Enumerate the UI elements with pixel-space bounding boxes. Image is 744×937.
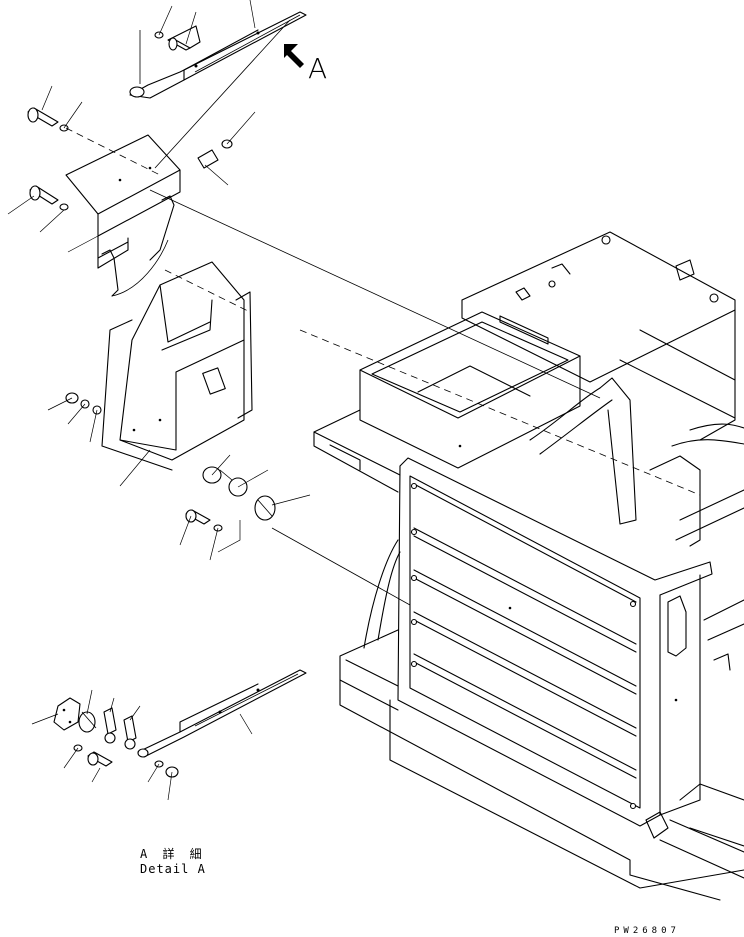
detail-a-bolt — [73, 744, 113, 767]
housing-alignment-line — [164, 269, 251, 313]
housing-leaders — [47, 397, 311, 561]
detail-title-japanese: A 詳 細 — [140, 847, 206, 861]
radiator-base-frame — [339, 539, 744, 901]
cover-side-bolt — [197, 139, 233, 169]
drawing-number: PW26807 — [614, 926, 680, 936]
cover-washer-lower — [59, 203, 69, 211]
housing-cap — [254, 495, 276, 521]
housing-bolt — [185, 509, 223, 532]
top-leaders — [158, 0, 256, 45]
view-marker-label: A — [308, 52, 328, 85]
cover-bolt-upper — [27, 107, 59, 127]
guide-line-1 — [149, 189, 601, 399]
detail-a-nut-washer — [154, 760, 179, 778]
radiator-housing — [397, 457, 713, 827]
upper-cover-plate — [65, 134, 181, 297]
cover-bolt-lower — [29, 185, 59, 205]
detail-a-bracket — [137, 669, 307, 758]
housing-nut-washer-set — [65, 392, 102, 415]
top-mounting-bracket — [129, 11, 307, 99]
frame-hoses — [529, 377, 744, 547]
deck-tray — [359, 311, 581, 469]
radiator-grille — [409, 475, 641, 810]
machine-frame — [461, 231, 736, 441]
detail-title-english: Detail A — [140, 862, 206, 876]
cover-washer-upper — [59, 124, 69, 132]
deck-plate — [313, 409, 401, 493]
view-direction-arrow-icon — [284, 44, 304, 68]
guide-line-2 — [271, 527, 411, 606]
detail-a-leaders — [31, 689, 253, 801]
top-bracket-bolt — [167, 25, 201, 51]
detail-a-cap — [78, 711, 97, 733]
detail-a-clips — [103, 707, 137, 750]
detail-a-plate — [53, 697, 81, 731]
duct-housing — [101, 261, 253, 471]
housing-grommet — [202, 466, 248, 497]
bracket-center-line — [139, 19, 291, 169]
cover-alignment-line — [65, 127, 161, 176]
cover-leaders — [7, 85, 256, 253]
